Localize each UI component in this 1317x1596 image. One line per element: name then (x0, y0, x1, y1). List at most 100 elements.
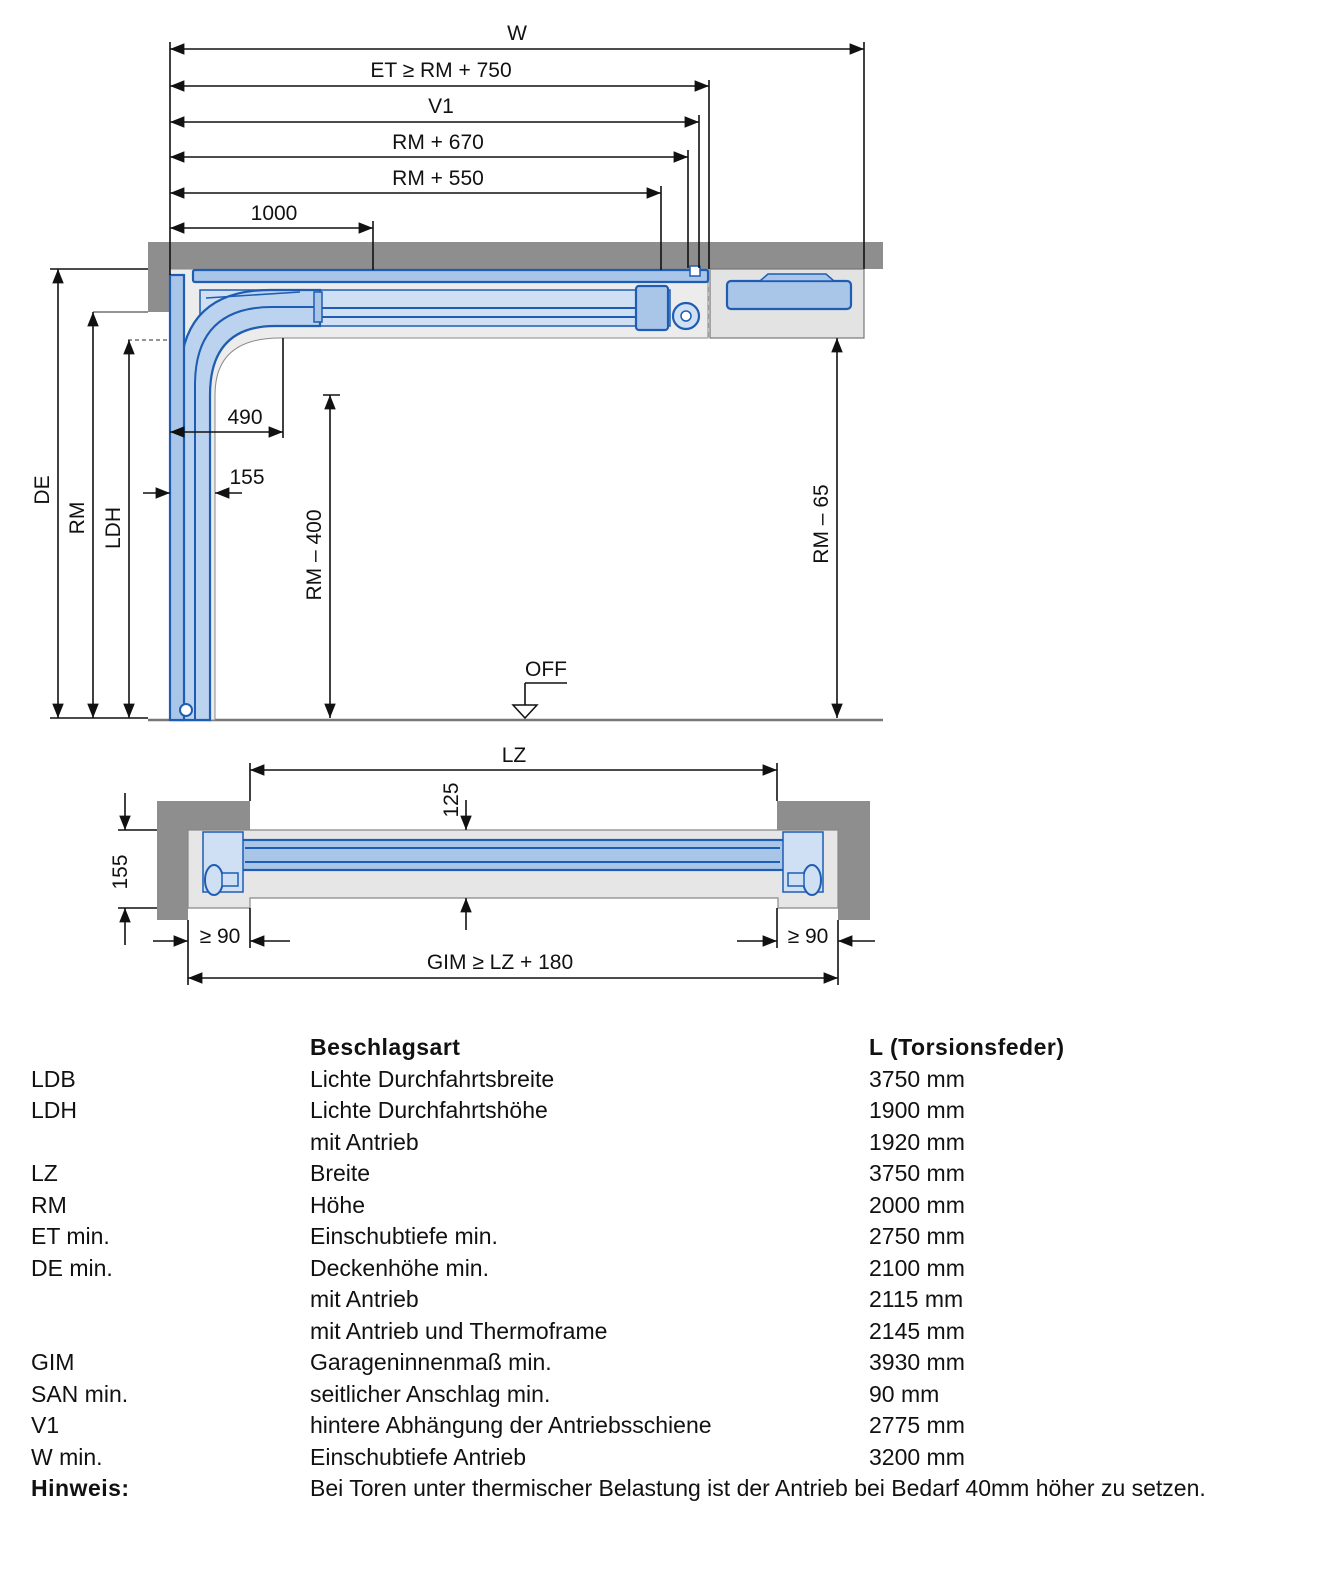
spec-code: LZ (31, 1160, 58, 1186)
spec-description: Garageninnenmaß min. (310, 1349, 552, 1375)
spec-value: 2145 mm (869, 1317, 965, 1344)
curved-track-line (194, 306, 320, 720)
spec-row: mit Antrieb 2115 mm (31, 1284, 1291, 1316)
spec-row: W min. Einschubtiefe Antrieb 3200 mm (31, 1442, 1291, 1474)
spec-description: Einschubtiefe Antrieb (310, 1443, 527, 1470)
spec-row: mit Antrieb 1920 mm (31, 1127, 1291, 1159)
label-lz: LZ (502, 744, 527, 767)
spec-value: 3750 mm (869, 1065, 965, 1092)
spec-value: 3930 mm (869, 1349, 965, 1375)
door-leaf (236, 838, 790, 872)
label-rm400: RM – 400 (303, 509, 326, 600)
label-v1: V1 (428, 95, 454, 118)
spec-code: SAN min. (31, 1380, 129, 1407)
spec-value: 2100 mm (869, 1254, 965, 1281)
hanger (313, 291, 323, 323)
spec-row: LDH Lichte Durchfahrtshöhe 1900 mm (31, 1095, 1291, 1127)
note-text: Bei Toren unter thermischer Belastung is… (310, 1475, 1206, 1501)
spec-value: 2000 mm (869, 1191, 965, 1218)
spec-code: RM (31, 1191, 67, 1218)
spec-row: LZ Breite 3750 mm (31, 1158, 1291, 1190)
spec-description: Höhe (310, 1191, 365, 1218)
side-wall-region (169, 268, 709, 721)
spec-row: GIM Garageninnenmaß min. 3930 mm (31, 1347, 1291, 1379)
spec-code: LDB (31, 1065, 76, 1092)
spec-description: Breite (310, 1160, 371, 1186)
label-rm: RM (66, 502, 89, 535)
operator-motor (725, 279, 853, 311)
spec-value: 1900 mm (869, 1097, 965, 1123)
label-et: ET ≥ RM + 750 (370, 59, 511, 82)
cable-drum-hub (680, 310, 692, 322)
label-90-right: ≥ 90 (788, 925, 829, 948)
ceiling (148, 242, 883, 269)
label-off: OFF (525, 658, 567, 681)
operator-top (758, 273, 836, 282)
spec-value: 2115 mm (869, 1286, 964, 1312)
spring-unit (634, 284, 670, 332)
spec-value: 3200 mm (869, 1443, 965, 1470)
label-w: W (507, 22, 527, 45)
spec-code: W min. (31, 1443, 103, 1470)
technical-drawing: W ET ≥ RM + 750 V1 RM + 670 RM + 550 100… (31, 22, 883, 985)
left-roller (204, 864, 224, 896)
spec-value: 1920 mm (869, 1128, 965, 1155)
spec-header-row: Beschlagsart L (Torsionsfeder) (31, 1032, 1291, 1064)
spec-code: GIM (31, 1349, 75, 1375)
spec-description: mit Antrieb (310, 1286, 419, 1312)
lintel-wall (148, 242, 170, 312)
spec-code: ET min. (31, 1223, 110, 1249)
curved-track (178, 288, 322, 722)
label-155: 155 (229, 466, 264, 489)
spec-rows: LDB Lichte Durchfahrtsbreite 3750 mm LDH Lic… (31, 1064, 1291, 1474)
spec-row: mit Antrieb und Thermoframe 2145 mm (31, 1316, 1291, 1348)
label-90-left: ≥ 90 (200, 925, 241, 948)
label-ldh: LDH (102, 507, 125, 549)
spec-description: mit Antrieb (310, 1128, 419, 1155)
spec-row: ET min. Einschubtiefe min. 2750 mm (31, 1221, 1291, 1253)
drive-rail (191, 268, 710, 284)
spec-description: Lichte Durchfahrtsbreite (310, 1065, 555, 1092)
spec-value: 3750 mm (869, 1160, 965, 1186)
spec-code: V1 (31, 1412, 60, 1438)
spec-value: 2750 mm (869, 1223, 965, 1249)
bottom-roller (179, 703, 193, 717)
label-de: DE (31, 475, 54, 504)
spec-description: seitlicher Anschlag min. (310, 1380, 551, 1407)
spec-description: Deckenhöhe min. (310, 1254, 489, 1281)
spec-header-type: Beschlagsart (310, 1034, 461, 1060)
rail-clip (689, 265, 701, 277)
label-rm670: RM + 670 (392, 131, 484, 154)
spec-row: DE min. Deckenhöhe min. 2100 mm (31, 1253, 1291, 1285)
note-row: Hinweis: Bei Toren unter thermischer Bel… (31, 1473, 1291, 1504)
spec-row: RM Höhe 2000 mm (31, 1190, 1291, 1222)
label-490: 490 (227, 406, 262, 429)
label-rm65: RM – 65 (810, 484, 833, 563)
spec-description: hintere Abhängung der Antriebsschiene (310, 1412, 712, 1438)
spec-row: SAN min. seitlicher Anschlag min. 90 mm (31, 1379, 1291, 1411)
spec-description: mit Antrieb und Thermoframe (310, 1317, 608, 1344)
spec-value: 90 mm (869, 1380, 940, 1407)
spec-description: Einschubtiefe min. (310, 1223, 498, 1249)
right-roller (802, 864, 822, 896)
spec-row: LDB Lichte Durchfahrtsbreite 3750 mm (31, 1064, 1291, 1096)
right-wall (777, 801, 870, 920)
top-view: LZ 125 155 ≥ 90 ≥ 90 GIM ≥ LZ + 180 (109, 744, 875, 985)
off-triangle-icon (511, 704, 539, 720)
spec-code: LDH (31, 1097, 78, 1123)
door-panel (168, 273, 186, 722)
spec-code: DE min. (31, 1254, 113, 1281)
label-155-top-view: 155 (109, 854, 132, 889)
spec-description: Lichte Durchfahrtshöhe (310, 1097, 548, 1123)
spec-header-value: L (Torsionsfeder) (869, 1034, 1065, 1060)
label-1000: 1000 (251, 202, 298, 225)
label-gim: GIM ≥ LZ + 180 (427, 951, 573, 974)
side-view: W ET ≥ RM + 750 V1 RM + 670 RM + 550 100… (31, 22, 883, 722)
note-label: Hinweis: (31, 1475, 130, 1501)
spec-table: Beschlagsart L (Torsionsfeder) LDB Lichte… (31, 1032, 1291, 1504)
hanger-line (205, 291, 301, 299)
left-roller-axle (221, 872, 239, 887)
label-rm550: RM + 550 (392, 167, 484, 190)
right-roller-axle (787, 872, 805, 887)
